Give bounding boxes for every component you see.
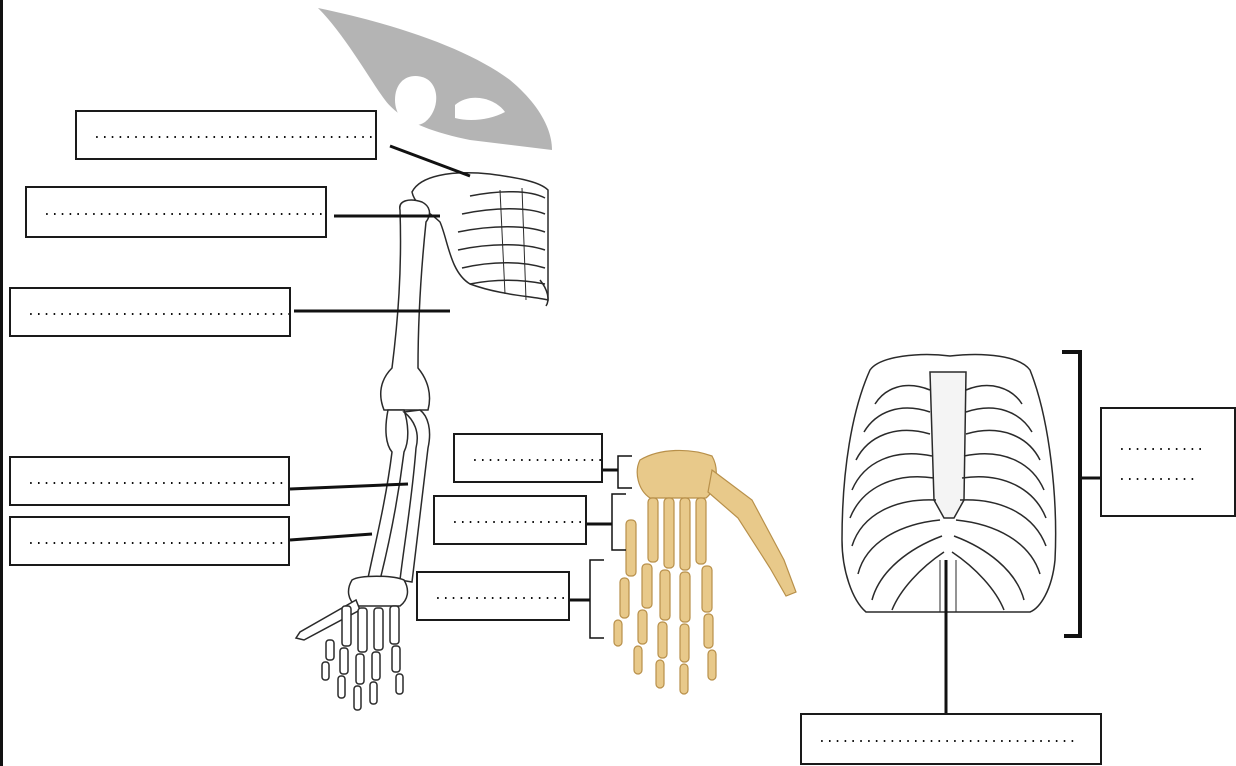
label-phalanges[interactable]: ................. — [416, 571, 570, 621]
label-text: ...................................... — [93, 120, 375, 150]
label-humerus[interactable]: ...................................... — [9, 287, 291, 337]
label-carpals[interactable]: ................. — [453, 433, 603, 483]
forearm-bones — [368, 410, 430, 582]
label-text: ................................. — [818, 724, 1100, 754]
outline-hand-bones — [296, 576, 407, 710]
label-ulna[interactable]: ...................................... — [9, 456, 290, 506]
label-text: ...................................... — [43, 197, 325, 227]
label-ribs[interactable]: ........... .......... — [1100, 407, 1236, 517]
label-clavicle[interactable]: ...................................... — [75, 110, 377, 160]
shoulder-girdle — [412, 173, 548, 306]
label-text: ...................................... — [27, 526, 288, 556]
label-text-line-1: ........... — [1118, 432, 1234, 462]
label-text: ................. — [451, 505, 585, 535]
label-text-line-2: .......... — [1118, 462, 1234, 492]
label-scapula[interactable]: ...................................... — [25, 186, 327, 238]
colored-hand-bones — [614, 450, 796, 694]
label-radius[interactable]: ...................................... — [9, 516, 290, 566]
label-text: ...................................... — [27, 466, 288, 496]
label-text: ...................................... — [27, 297, 289, 327]
label-sternum[interactable]: ................................. — [800, 713, 1102, 765]
label-text: ................. — [471, 443, 601, 473]
humerus-bone — [381, 200, 430, 410]
label-metacarpals[interactable]: ................. — [433, 495, 587, 545]
rib-cage — [842, 355, 1056, 612]
label-text: ................. — [434, 581, 568, 611]
